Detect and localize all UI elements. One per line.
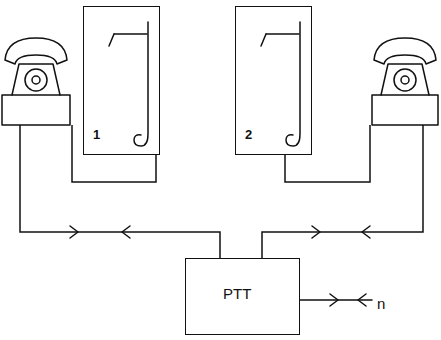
box-label: PTT bbox=[223, 286, 251, 301]
line-connector bbox=[262, 125, 423, 258]
terminal-box: 1 bbox=[83, 6, 160, 155]
exchange-box: PTT bbox=[185, 258, 300, 335]
callout-number: 2 bbox=[245, 128, 252, 141]
external-line bbox=[300, 299, 372, 301]
line-label: n bbox=[377, 296, 385, 311]
callout-number: 1 bbox=[93, 128, 100, 141]
line-connector bbox=[20, 125, 220, 258]
telephone-symbol bbox=[372, 38, 438, 125]
terminal-box: 2 bbox=[235, 6, 312, 155]
telephone-symbol bbox=[2, 38, 70, 125]
device-detail bbox=[109, 22, 148, 146]
device-detail bbox=[261, 22, 300, 146]
